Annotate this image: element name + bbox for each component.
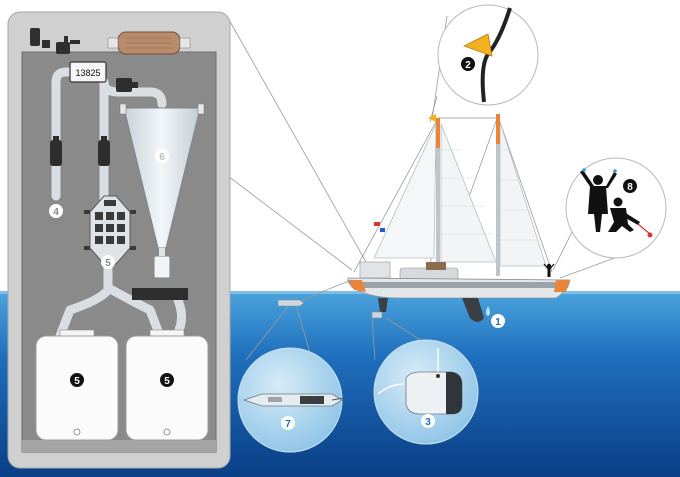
- main-sail-rear: [499, 121, 547, 267]
- flag-red: [374, 222, 380, 226]
- main-mast: [496, 114, 500, 276]
- main-sail-front: [440, 123, 497, 263]
- callout-7-label: 7: [285, 419, 291, 430]
- callout-8-label: 8: [627, 182, 633, 193]
- callout-3-label: 3: [425, 417, 431, 428]
- probe-bubble: 3: [373, 339, 479, 445]
- callout-1-label: 1: [495, 317, 501, 328]
- flow-counter-display: 13825: [75, 68, 100, 78]
- hull-stripe: [348, 282, 570, 288]
- wind-sensor-bubble: 2: [437, 4, 539, 106]
- fore-sail: [373, 123, 437, 259]
- pump-right-icon: [98, 136, 110, 166]
- instrument-panel: 13825 4 5: [7, 11, 231, 469]
- standing-person-icon: [580, 170, 617, 232]
- flow-counter: [69, 61, 107, 83]
- tow-line: [299, 279, 353, 303]
- torpedo-bubble: 7: [237, 347, 345, 453]
- rudder: [378, 298, 388, 312]
- sample-line: [637, 223, 651, 235]
- main-mast-top: [496, 114, 500, 144]
- torpedo-sampler-icon: [242, 393, 343, 407]
- people-bubble: 8: [565, 157, 667, 259]
- pump-left-icon: [50, 136, 62, 166]
- sea-surface-line: [0, 291, 680, 294]
- callout-4-label: 4: [53, 207, 59, 218]
- deck-gear: [359, 261, 391, 279]
- kneeling-person-icon: [608, 197, 640, 232]
- towed-torpedo-small: [277, 299, 305, 307]
- callout-1: 1: [491, 314, 505, 328]
- sailboat: [277, 114, 571, 322]
- fore-mast-top: [436, 118, 440, 148]
- callout-5-tank-left-label: 5: [74, 376, 80, 387]
- pressure-meter-icon: [116, 78, 138, 92]
- tank-left: [35, 329, 119, 441]
- callout-6-label: 6: [159, 152, 165, 163]
- callout-5-filter-label: 5: [105, 258, 111, 269]
- settling-funnel: [119, 103, 205, 279]
- tank-right: [125, 329, 209, 441]
- callout-5-tank-right-label: 5: [164, 376, 170, 387]
- flag-blue: [380, 228, 385, 232]
- deck-crate: [426, 262, 446, 270]
- top-valves: [30, 28, 80, 54]
- fore-mast: [436, 118, 440, 278]
- manifold-bar: [132, 288, 188, 300]
- callout-2-label: 2: [465, 60, 471, 71]
- buoy-drop: [486, 306, 490, 316]
- hull-stern-accent: [554, 280, 570, 292]
- filter-cartridge: [84, 195, 136, 265]
- keel: [462, 298, 484, 322]
- hull-probe: [371, 311, 383, 319]
- probe-cable: [377, 383, 405, 395]
- crew-figure: [543, 263, 555, 277]
- wind-sensor-flag: [428, 114, 436, 122]
- hull-bow-accent: [348, 280, 366, 292]
- wind-sensor-vane-icon: [462, 33, 493, 57]
